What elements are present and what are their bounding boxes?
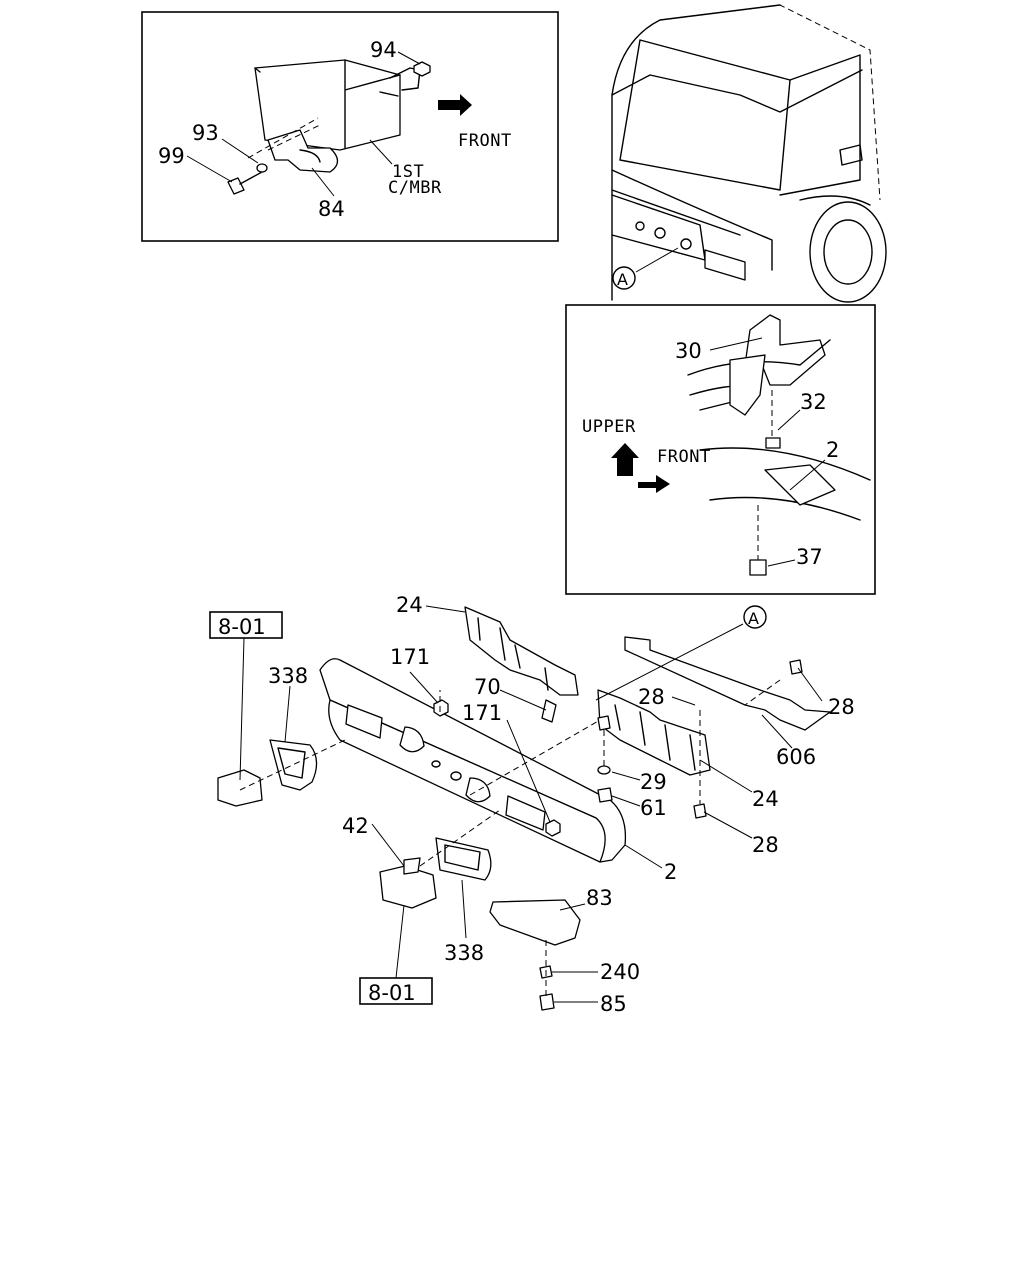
stay-24-lower bbox=[597, 689, 711, 776]
inset-tow-hook: 94 93 99 84 FRONT 1ST C/MBR bbox=[141, 11, 559, 242]
tow-hook-drawing bbox=[267, 129, 339, 173]
bolt-28-lower bbox=[693, 803, 707, 819]
callout-338-upper: 338 bbox=[268, 664, 308, 688]
callout-83: 83 bbox=[586, 886, 613, 910]
callout-606: 606 bbox=[776, 745, 816, 769]
ref-box-top bbox=[209, 611, 283, 639]
truck-cab-view: A bbox=[611, 4, 887, 303]
detail-marker-circle-main bbox=[743, 605, 767, 629]
bolt-28-upper bbox=[597, 715, 611, 731]
lamp-upper bbox=[217, 739, 318, 807]
callout-61: 61 bbox=[640, 796, 667, 820]
callout-84: 84 bbox=[318, 197, 345, 221]
lamp-lower bbox=[379, 837, 492, 909]
ref-label-bottom: 8-01 bbox=[368, 981, 416, 1005]
callout-30: 30 bbox=[675, 339, 702, 363]
bolt-28-right bbox=[789, 659, 803, 675]
callout-171-upper: 171 bbox=[390, 645, 430, 669]
bolt-99 bbox=[227, 171, 263, 195]
bolt-32 bbox=[765, 437, 781, 449]
callout-2-main: 2 bbox=[664, 860, 677, 884]
callout-171-lower: 171 bbox=[462, 701, 502, 725]
nut-171-lower bbox=[545, 819, 561, 837]
bolt-61 bbox=[597, 787, 613, 803]
callout-338-lower: 338 bbox=[444, 941, 484, 965]
callout-29: 29 bbox=[640, 770, 667, 794]
bolt-37 bbox=[749, 559, 767, 576]
callout-70: 70 bbox=[474, 675, 501, 699]
bolt-42 bbox=[403, 857, 421, 875]
ref-label-top: 8-01 bbox=[218, 615, 266, 639]
callout-2-inset: 2 bbox=[826, 438, 839, 462]
washer-29 bbox=[597, 765, 611, 775]
plate-83 bbox=[489, 899, 581, 946]
washer-93 bbox=[256, 163, 268, 173]
detail-marker-a-truck: A bbox=[617, 270, 628, 289]
detail-marker-a-main: A bbox=[748, 609, 759, 628]
inset-tow-hook-frame bbox=[141, 11, 559, 242]
detail-marker-circle bbox=[612, 266, 636, 290]
front-arrow-icon-2 bbox=[638, 475, 670, 493]
callout-28-upper: 28 bbox=[638, 685, 665, 709]
bolt-85 bbox=[539, 993, 555, 1011]
bumper-drawing bbox=[319, 658, 627, 863]
callout-93: 93 bbox=[192, 121, 219, 145]
main-assembly: A 8-01 8-01 24 171 338 70 171 28 28 606 … bbox=[209, 593, 855, 1016]
callout-42: 42 bbox=[342, 814, 369, 838]
callout-24-lower: 24 bbox=[752, 787, 779, 811]
member-label-line2: C/MBR bbox=[388, 178, 442, 198]
nut-171-upper bbox=[433, 699, 449, 717]
callout-32: 32 bbox=[800, 390, 827, 414]
cross-member-drawing bbox=[254, 59, 421, 151]
callout-240: 240 bbox=[600, 960, 640, 984]
inset-bracket: 30 32 2 37 UPPER FRONT bbox=[565, 304, 876, 595]
callout-28-right: 28 bbox=[828, 695, 855, 719]
member-label-line1: 1ST bbox=[392, 162, 424, 182]
callout-94: 94 bbox=[370, 38, 397, 62]
callout-37: 37 bbox=[796, 545, 823, 569]
callout-24-upper: 24 bbox=[396, 593, 423, 617]
nut-94 bbox=[413, 61, 431, 77]
front-label: FRONT bbox=[458, 131, 512, 151]
clip-70 bbox=[541, 699, 557, 723]
front-arrow-icon bbox=[438, 94, 472, 116]
callout-99: 99 bbox=[158, 144, 185, 168]
upper-label: UPPER bbox=[582, 417, 636, 437]
inset-bracket-frame bbox=[565, 304, 876, 595]
upper-arrow-icon bbox=[611, 443, 639, 476]
front-label-2: FRONT bbox=[657, 447, 711, 467]
callout-85: 85 bbox=[600, 992, 627, 1016]
stay-24-upper bbox=[464, 606, 579, 696]
callout-28-lower: 28 bbox=[752, 833, 779, 857]
